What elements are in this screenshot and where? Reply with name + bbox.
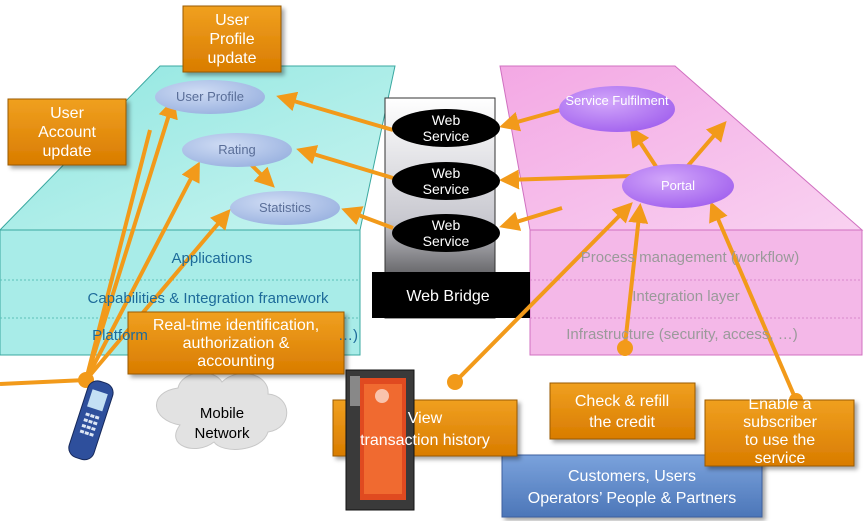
web-service-2-line2: Service [423,181,470,197]
node-statistics-label: Statistics [259,200,312,215]
layer-process-management: Process management (workflow) [581,249,799,266]
kiosk-terminal-icon [345,369,415,511]
web-service-1-line2: Service [423,128,470,144]
callout-enable-line3: to use the [745,432,815,449]
mobile-phone-icon [68,380,114,461]
callout-user-profile-line1: User [215,12,249,29]
web-service-1-line1: Web [432,112,461,128]
mobile-network-cloud [156,372,288,450]
node-service-fulfilment [559,86,675,132]
callout-enable-line2: subscriber [743,414,817,431]
layer-platform-suffix: …) [338,327,358,344]
layer-integration: Integration layer [632,288,740,305]
node-portal [622,164,734,208]
node-statistics [230,191,340,225]
callout-check-line1: Check & refill [575,393,669,410]
web-service-3-line2: Service [423,233,470,249]
callout-user-account-line1: User [50,105,84,122]
node-service-fulfilment-line1: Service Fulfilment [565,93,669,108]
flow-arrows [0,91,798,401]
web-service-2-line1: Web [432,165,461,181]
layer-infrastructure: Infrastructure (security, access, …) [566,326,797,343]
callout-view-line1: View [408,410,443,427]
node-user-profile-label: User Profile [176,89,244,104]
callout-realtime-line1: Real-time identification, [153,317,319,334]
cloud-label-line1: Mobile [200,405,244,422]
callout-realtime-line2: authorization & [183,335,290,352]
callout-user-account-line2: Account [38,124,96,141]
web-service-3-line1: Web [432,217,461,233]
web-service-node [392,109,500,252]
callout-check-line2: the credit [589,414,655,431]
layer-platform: Platform [92,327,148,344]
web-bridge [372,97,530,319]
node-portal-label: Portal [661,178,695,193]
callout-realtime-line3: accounting [197,353,274,370]
web-bridge-title: Web Bridge [406,288,489,305]
customers-line2: Operators’ People & Partners [528,490,736,507]
callout-view-line2: transaction history [360,432,490,449]
node-rating [182,133,292,167]
callout-boxes [7,5,855,467]
callout-user-account-line3: update [43,143,92,160]
node-user-profile [155,80,265,114]
callout-user-profile-line2: Profile [209,31,254,48]
node-rating-label: Rating [218,142,256,157]
customers-line1: Customers, Users [568,468,696,485]
callout-user-profile-line3: update [208,50,257,67]
callout-enable-line1: Enable a [748,396,811,413]
callout-enable-line4: service [755,450,806,467]
layer-applications: Applications [172,250,253,267]
cloud-label-line2: Network [194,425,250,442]
layer-capabilities: Capabilities & Integration framework [88,290,329,307]
